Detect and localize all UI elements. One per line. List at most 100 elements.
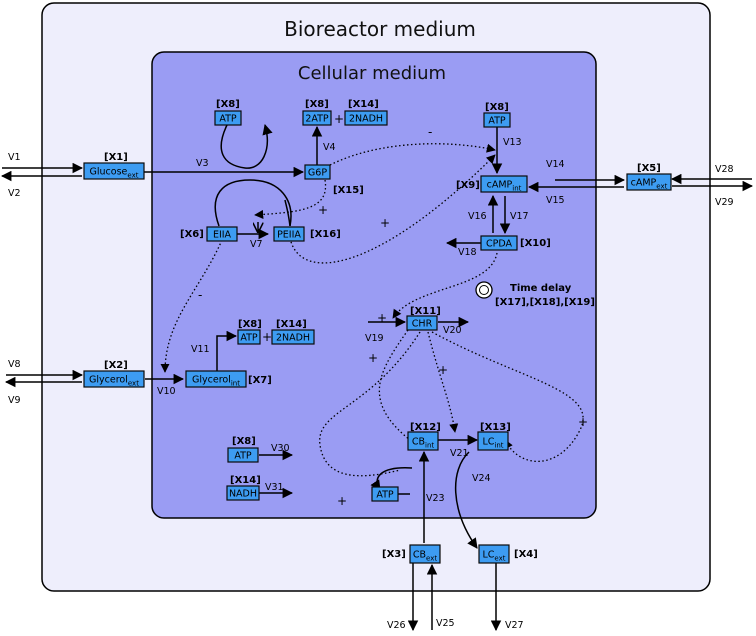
label-v23: V23 [426,493,445,504]
tag-x5: [X5] [637,163,661,174]
node-label: PEIIA [277,230,301,241]
node-label: Glucoseext [90,167,139,180]
node-atp-glyc: ATP [237,329,261,345]
atp-loop [220,123,273,169]
label-v2: V2 [8,188,21,199]
node-label-base: PEIIA [277,230,301,241]
label-v21: V21 [450,448,469,459]
pts-cycle-right [284,199,291,227]
node-label-sub: int [512,185,521,193]
node-label: EIIA [213,230,232,241]
peiia-regulates-camp [289,154,496,264]
sign-plus-chr-l2: + [438,363,448,377]
chr-loop-right [431,331,584,463]
label-v4: V4 [323,142,336,153]
tag-x15: [X15] [333,185,364,196]
node-peiia: PEIIA [273,226,305,242]
label-v10: V10 [157,386,176,397]
sign-plus-chr-bottom: + [337,494,347,508]
tag-x3: [X3] [382,549,406,560]
node-label-base: LC [482,550,494,561]
node-label: 2NADH [276,333,310,344]
label-v14: V14 [546,159,565,170]
node-atp-cb: ATP [371,486,399,502]
chr-loop-left [378,329,411,441]
node-box [273,226,305,242]
tag-x2: [X2] [104,360,128,371]
node-label-base: 2NADH [276,333,310,344]
node-eiia: EIIA [206,226,238,242]
tag-x1: [X1] [104,152,128,163]
node-label-base: LC [482,437,494,448]
node-label-sub: ext [426,555,437,563]
label-v13: V13 [503,137,522,148]
eiia-regulates-glycerol [160,239,223,373]
node-label-base: cAMP [487,180,513,191]
node-box [83,370,145,388]
sign-plus-peiia: + [380,216,390,230]
node-lc-int: LCint [477,431,509,451]
label-v30: V30 [271,443,290,454]
node-box [185,370,247,388]
label-v19: V19 [365,333,384,344]
sign-plus-chr-left: + [368,351,378,365]
node-label-base: CB [412,437,425,448]
node-label: G6P [308,168,327,179]
node-box [83,162,145,180]
plus-atp-2nadh-glyc: + [262,330,272,344]
node-label-base: CHR [412,319,433,330]
tag-x10: [X10] [520,238,551,249]
node-label-base: Glycerol [89,375,128,386]
node-nadh2-glyc: 2NADH [271,329,315,345]
node-label: CHR [412,319,433,330]
label-v31: V31 [265,482,284,493]
node-box [480,235,518,251]
node-cb-int: CBint [407,431,439,451]
node-box [302,110,332,126]
node-chr: CHR [406,315,438,331]
v11-arrow [216,330,238,371]
tag-x8-v30: [X8] [232,436,256,447]
sign-minus-camp: - [428,125,432,139]
time-delay-icon [475,281,493,299]
node-label: CBext [413,550,437,563]
node-label: ATP [240,333,258,344]
label-v9: V9 [8,395,21,406]
node-label-sub: ext [128,380,139,388]
node-box [478,544,510,564]
node-label: NADH [229,489,257,500]
node-glycerol-ext: Glycerolext [83,370,145,388]
node-label-base: ATP [376,490,394,501]
node-label-base: Glucose [90,167,128,178]
node-cpda: CPDA [480,235,518,251]
node-label: LCext [482,550,505,563]
node-label-base: ATP [219,114,237,125]
time-delay-vars: [X17],[X18],[X19] [495,297,595,308]
node-label-base: NADH [229,489,257,500]
node-box [626,173,672,191]
node-label-base: G6P [308,168,327,179]
node-label-base: 2ATP [305,114,329,125]
tag-x8-2atp: [X8] [305,99,329,110]
node-label-base: cAMP [631,178,657,189]
time-delay-label: Time delay [510,283,572,294]
node-label: CBint [412,437,435,450]
node-atp-top: ATP [214,110,242,126]
tag-x8-camp: [X8] [485,102,509,113]
node-box [483,112,511,128]
node-box [271,329,315,345]
tag-x4: [X4] [514,549,538,560]
node-label-base: EIIA [213,230,232,241]
label-v17: V17 [510,211,529,222]
node-label: 2ATP [305,114,329,125]
cpda-regulates-chr [392,252,498,319]
node-lc-ext: LCext [478,544,510,564]
node-label: ATP [219,114,237,125]
node-label: 2NADH [349,114,383,125]
sign-minus-eiia: - [198,288,202,302]
node-label: Glycerolext [89,375,139,388]
g6p-regulates-camp [329,143,496,166]
cellular-compartment [151,51,597,519]
